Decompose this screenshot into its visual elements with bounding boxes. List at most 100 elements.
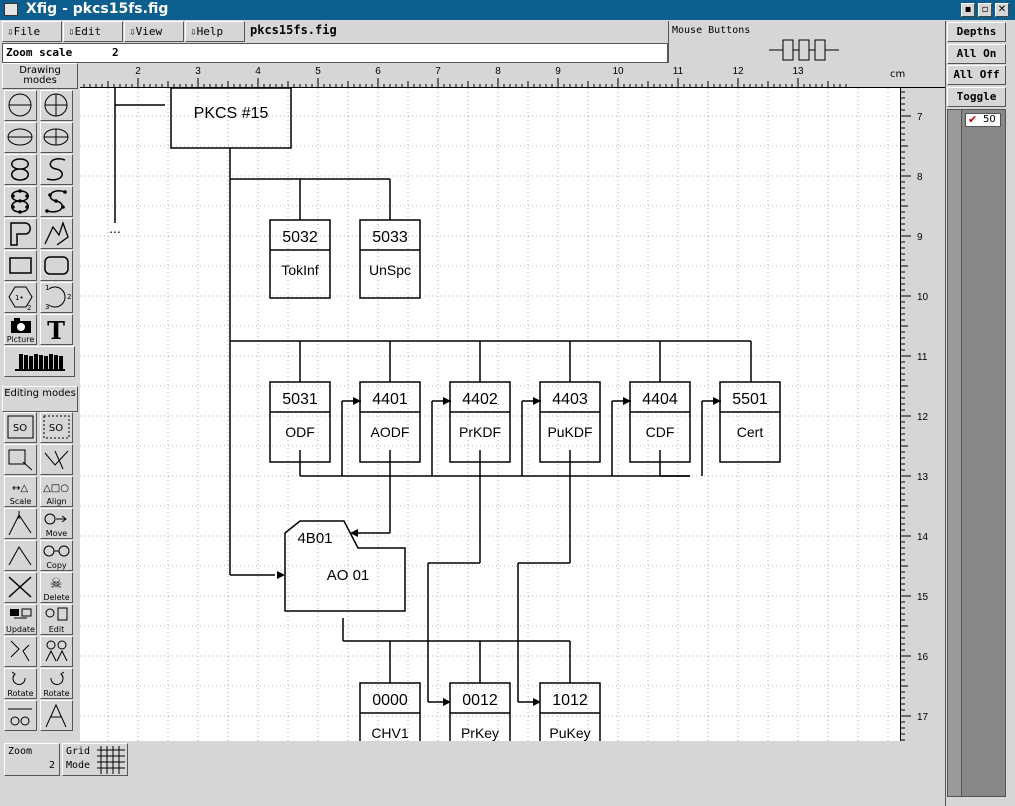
help-menu-button[interactable]: ⇩Help: [185, 21, 245, 42]
flip-tool[interactable]: [40, 444, 73, 475]
close-button[interactable]: ✕: [995, 3, 1009, 17]
edit-menu-label: Edit: [74, 25, 102, 38]
picture-tool[interactable]: Picture: [4, 314, 37, 345]
ruler-label: 9: [917, 232, 923, 243]
ellipse-diameter-icon: [43, 128, 69, 146]
delete-tool[interactable]: ☠Delete: [40, 572, 73, 603]
ef-0012-name: PrKey: [461, 725, 499, 741]
ellipse-diameter-tool[interactable]: [40, 122, 73, 153]
view-menu-button[interactable]: ⇩View: [124, 21, 184, 42]
copy-tool[interactable]: Copy: [40, 540, 73, 571]
move-tool-label: Move: [45, 529, 68, 538]
arrow-tool[interactable]: [40, 700, 73, 731]
tool-row: [4, 90, 78, 122]
zoom-label: Zoom: [8, 746, 33, 757]
ruler-label: 7: [917, 112, 923, 123]
depths-scrollbar[interactable]: [948, 110, 962, 796]
update-tool[interactable]: Update: [4, 604, 37, 635]
ef-5031-name: ODF: [285, 424, 315, 440]
zoom-button[interactable]: Zoom 2: [4, 743, 60, 776]
closed-interp-spline-tool[interactable]: [4, 186, 37, 217]
regular-polygon-tool[interactable]: 1•2: [4, 282, 37, 313]
svg-text:1•: 1•: [15, 294, 24, 302]
break-compound-tool[interactable]: SO: [40, 412, 73, 443]
ef-1012-box: [539, 682, 601, 741]
all-off-button[interactable]: All Off: [947, 65, 1006, 85]
edit-menu-button[interactable]: ⇩Edit: [63, 21, 123, 42]
svg-text:3: 3: [45, 303, 49, 311]
rotate-ccw-tool[interactable]: Rotate: [4, 668, 37, 699]
zoom-scale-field[interactable]: Zoom scale 2: [2, 43, 668, 63]
arc-box-tool[interactable]: [40, 250, 73, 281]
open-compound-icon: [8, 449, 33, 471]
rotate-cw-tool[interactable]: Rotate: [40, 668, 73, 699]
circle-diameter-icon: [44, 93, 68, 117]
copy-icon: [43, 545, 70, 557]
tool-row: Copy: [4, 540, 78, 572]
zoom-scale-value: 2: [112, 46, 119, 59]
circle-diameter-tool[interactable]: [40, 90, 73, 121]
polygon-icon: [10, 222, 31, 246]
ellipse-radius-tool[interactable]: [4, 122, 37, 153]
minimize-button[interactable]: ▪: [961, 3, 975, 17]
open-approx-spline-tool[interactable]: [40, 154, 73, 185]
depth-label: 50: [983, 114, 996, 125]
arrow-head: [533, 698, 541, 706]
maximize-button[interactable]: ▫: [978, 3, 992, 17]
arrow-head: [443, 698, 451, 706]
delete-point-tool[interactable]: [4, 540, 37, 571]
open-compound-tool[interactable]: [4, 444, 37, 475]
ef-5031-id: 5031: [282, 391, 318, 408]
text-tool[interactable]: T: [40, 314, 73, 345]
flip-vertical-icon: [10, 640, 30, 662]
picture-icon: [11, 318, 31, 333]
tool-row: [4, 636, 78, 668]
rotate-ccw-icon: [11, 671, 26, 685]
closed-approx-spline-icon: [11, 158, 29, 181]
ruler-label: 7: [435, 66, 441, 77]
polygon-tool[interactable]: [4, 218, 37, 249]
diagram[interactable]: PKCS #15...5032TokInf5033UnSpc5031ODF440…: [80, 88, 900, 741]
grid-mode-label: Mode: [66, 760, 91, 771]
toggle-button[interactable]: Toggle: [947, 87, 1006, 107]
grid-mode-button[interactable]: Grid Mode: [62, 743, 128, 776]
edit-tool[interactable]: Edit: [40, 604, 73, 635]
file-menu-button[interactable]: ⇩File: [2, 21, 62, 42]
compound-tool[interactable]: SO: [4, 412, 37, 443]
move-tool[interactable]: Move: [40, 508, 73, 539]
picture-tool-label: Picture: [6, 335, 35, 344]
depth-item-50[interactable]: ✔ 50: [965, 113, 1001, 127]
ellipsis-text: ...: [109, 220, 121, 236]
add-point-tool[interactable]: [4, 508, 37, 539]
cut-tool[interactable]: [4, 572, 37, 603]
circle-radius-tool[interactable]: [4, 90, 37, 121]
svg-text:SO: SO: [49, 423, 63, 434]
tool-row: Move: [4, 508, 78, 540]
app-icon[interactable]: [4, 3, 18, 16]
flip-vertical-tool[interactable]: [4, 636, 37, 667]
convert-tool[interactable]: [4, 700, 37, 731]
depths-scroll-area[interactable]: ✔ 50: [947, 109, 1006, 797]
open-interp-spline-tool[interactable]: [40, 186, 73, 217]
flip-horizontal-tool[interactable]: [40, 636, 73, 667]
down-arrow-icon: ⇩: [68, 25, 75, 38]
polyline-tool[interactable]: [40, 218, 73, 249]
svg-text:△□○: △□○: [43, 483, 69, 494]
library-tool[interactable]: [4, 346, 75, 377]
all-on-button[interactable]: All On: [947, 44, 1006, 64]
svg-text:2: 2: [27, 304, 31, 312]
file-menu-label: File: [13, 25, 41, 38]
closed-approx-spline-tool[interactable]: [4, 154, 37, 185]
ef-4404-id: 4404: [642, 391, 678, 408]
polyline-icon: [44, 221, 69, 246]
ef-1012-name: PuKey: [549, 725, 590, 741]
scale-tool[interactable]: ↔△Scale: [4, 476, 37, 507]
box-tool[interactable]: [4, 250, 37, 281]
compound-icon: SO: [7, 415, 34, 439]
align-tool[interactable]: △□○Align: [40, 476, 73, 507]
box-icon: [9, 257, 32, 274]
delete-point-icon: [8, 546, 32, 566]
